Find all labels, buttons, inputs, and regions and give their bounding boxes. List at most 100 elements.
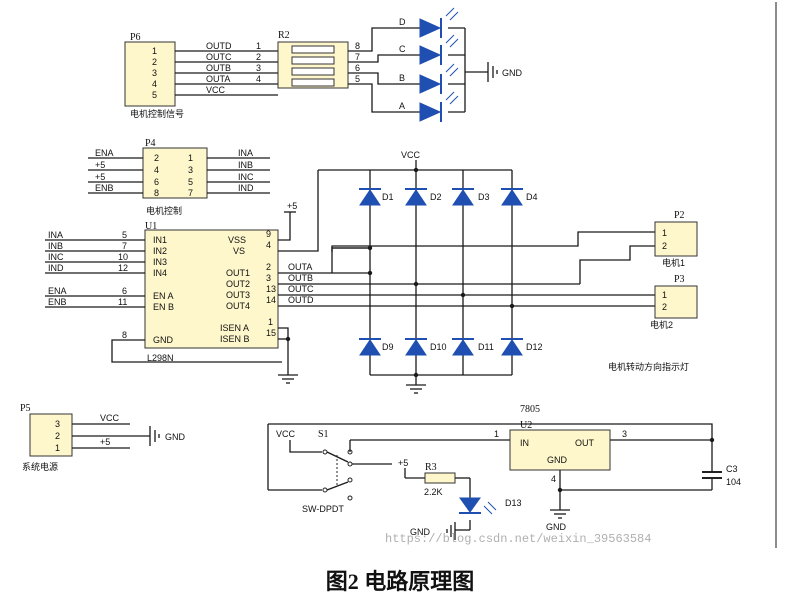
p4-net-inc: INC: [238, 172, 254, 182]
p4-net-ina: INA: [238, 148, 253, 158]
net-outa: OUTA: [288, 262, 312, 272]
reg-pin-out: 3: [622, 429, 627, 439]
direction-indicator-note: 电机转动方向指示灯: [608, 361, 689, 372]
u1-ground-symbol: [278, 374, 298, 384]
c3-ref: C3: [726, 464, 738, 474]
diode-d3: D3: [452, 188, 490, 206]
p6-pin-5: 5: [152, 90, 157, 100]
u1-num-12: 12: [118, 263, 128, 273]
diode-d1: D1: [359, 188, 394, 206]
r2-pin-6: 6: [355, 63, 360, 73]
u1-num-1: 1: [268, 317, 273, 327]
bridge-vcc: VCC: [401, 150, 421, 160]
r2-pin-1: 1: [256, 41, 261, 51]
u1-num-5: 5: [122, 230, 127, 240]
p4-pin-3: 3: [188, 165, 193, 175]
p4-pin-8: 8: [154, 188, 159, 198]
p4-ref: P4: [145, 138, 156, 149]
reg-out: OUT: [575, 438, 595, 448]
u1-net-inc: INC: [48, 252, 64, 262]
u1-net-ind: IND: [48, 263, 64, 273]
p4-pin-4: 4: [154, 165, 159, 175]
p4-net-ind: IND: [238, 183, 254, 193]
u1-num-14: 14: [266, 295, 276, 305]
diode-d12: D12: [501, 338, 543, 356]
led-b: B: [399, 63, 459, 94]
p3-connector: P3 1 2 电机2: [650, 274, 698, 330]
p2-pin-2: 2: [662, 241, 667, 251]
net-outb-p6: OUTB: [206, 63, 231, 73]
s1-switch: SW-DPDT: [302, 449, 392, 514]
led-d: D: [399, 7, 459, 38]
r3-ref: R3: [425, 462, 437, 473]
net-vcc-p6: VCC: [206, 85, 226, 95]
reg-ground-symbol: GND: [546, 509, 570, 532]
u2-regulator-7805: 7805 U2 IN OUT GND 1 3 4: [494, 404, 627, 484]
led-gnd-label: GND: [502, 68, 523, 78]
r2-ref: R2: [278, 30, 290, 41]
u1-net-ina: INA: [48, 230, 63, 240]
bridge-ground-symbol: [406, 384, 426, 394]
p4-connector: P4 2 4 6 8 1 3 5 7 电机控制: [142, 138, 208, 216]
p4-label: 电机控制: [146, 205, 182, 216]
net-outc: OUTC: [288, 284, 314, 294]
capacitor-c3: C3 104: [702, 464, 741, 487]
u1-pin-ena: EN A: [153, 291, 174, 301]
d13-gnd-label: GND: [410, 527, 431, 537]
p4-pin-1: 1: [188, 153, 193, 163]
u1-ref: U1: [145, 221, 157, 232]
u1-num-3: 3: [266, 273, 271, 283]
led-label-b: B: [399, 73, 405, 83]
net-outa-p6: OUTA: [206, 74, 230, 84]
diode-d11: D11: [452, 338, 494, 356]
diode-label-d1: D1: [382, 192, 394, 202]
p3-pin-1: 1: [662, 290, 667, 300]
diode-label-d11: D11: [478, 342, 494, 352]
p5-net-plus5: +5: [100, 437, 110, 447]
d13-ground-symbol: GND: [410, 522, 456, 540]
u1-part: L298N: [147, 353, 174, 363]
diode-d2: D2: [405, 188, 442, 206]
p2-connector: P2 1 2 电机1: [654, 210, 698, 268]
watermark: https://blog.csdn.net/weixin_39563584: [385, 532, 651, 546]
p3-pin-2: 2: [662, 302, 667, 312]
r3-resistor: R3 2.2K: [424, 462, 456, 497]
net-outd: OUTD: [288, 295, 314, 305]
u1-net-ena: ENA: [48, 286, 67, 296]
p5-gnd-label: GND: [165, 432, 186, 442]
p4-net-ena: ENA: [95, 148, 114, 158]
r2-pin-4: 4: [256, 74, 261, 84]
d13-ref: D13: [505, 498, 522, 508]
u1-pin-in2: IN2: [153, 246, 167, 256]
p5-connector: P5 3 2 1 系统电源: [20, 403, 73, 472]
switch-ref: S1: [318, 429, 329, 440]
u1-pin-in3: IN3: [153, 257, 167, 267]
u1-l298n: U1 IN1 IN2 IN3 IN4 EN A EN B GND VSS VS …: [144, 221, 279, 363]
p3-ref: P3: [674, 274, 685, 285]
figure-caption: 图2 电路原理图: [326, 569, 475, 594]
p4-pin-6: 6: [154, 177, 159, 187]
p6-label: 电机控制信号: [130, 108, 184, 119]
p5-net-vcc: VCC: [100, 413, 120, 423]
u1-pin-vs: VS: [233, 246, 245, 256]
u1-pin-isena: ISEN A: [220, 323, 249, 333]
p2-ref: P2: [674, 210, 685, 221]
diode-label-d2: D2: [430, 192, 442, 202]
led-label-a: A: [399, 101, 405, 111]
led-label-c: C: [399, 44, 406, 54]
p4-pin-5: 5: [188, 177, 193, 187]
led-d13: D13: [459, 497, 522, 515]
u1-net-inb: INB: [48, 241, 63, 251]
p6-ref: P6: [130, 32, 141, 43]
switch-part: SW-DPDT: [302, 504, 344, 514]
p4-net-plus5-a: +5: [95, 160, 105, 170]
u1-num-6: 6: [122, 286, 127, 296]
r2-pin-7: 7: [355, 52, 360, 62]
p5-pin-3: 3: [55, 419, 60, 429]
u1-num-2: 2: [266, 262, 271, 272]
u1-pin-out4: OUT4: [226, 301, 250, 311]
diode-d10: D10: [405, 338, 447, 356]
net-outb: OUTB: [288, 273, 313, 283]
